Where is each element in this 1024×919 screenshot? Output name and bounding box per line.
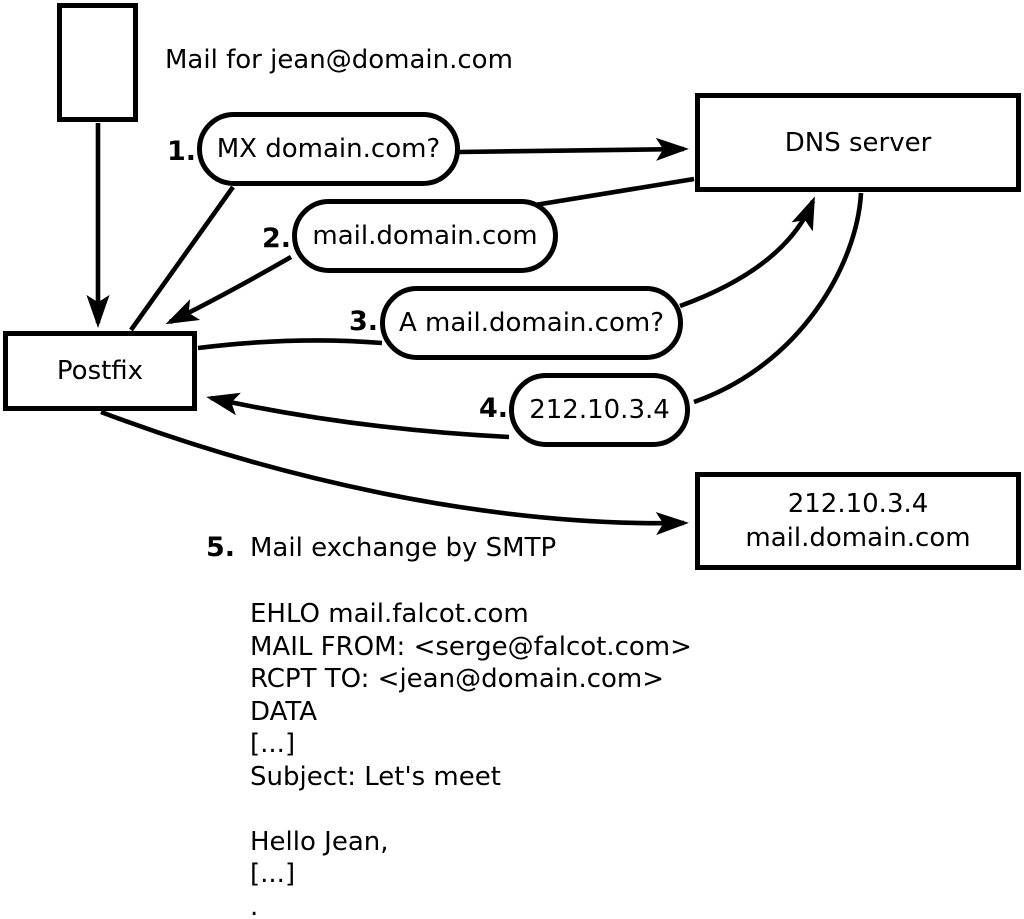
arrow-answer4-to-postfix	[206, 392, 510, 440]
postfix-node: Postfix	[3, 331, 197, 411]
step-5-label: Mail exchange by SMTP	[250, 533, 557, 563]
diagram-title: Mail for jean@domain.com	[165, 45, 513, 75]
mail-server-ip: 212.10.3.4	[787, 489, 929, 519]
mail-message-node	[57, 3, 138, 122]
step-1-number: 1.	[166, 136, 196, 167]
line-dns-to-answer2	[534, 176, 695, 208]
line-postfix-to-query1	[129, 185, 235, 332]
dns-server-node: DNS server	[695, 93, 1021, 192]
arrow-query3-to-dns	[679, 196, 816, 309]
mail-server-node: 212.10.3.4 mail.domain.com	[695, 472, 1021, 570]
query-mx-pill: MX domain.com?	[197, 112, 460, 186]
step-5-number: 5.	[205, 532, 235, 563]
query-a-pill: A mail.domain.com?	[380, 286, 683, 360]
answer-a-pill: 212.10.3.4	[509, 373, 690, 447]
arrow-answer2-to-postfix	[165, 255, 293, 325]
arrow-query1-to-dns	[458, 137, 689, 161]
answer-mx-pill: mail.domain.com	[292, 199, 558, 273]
step-4-number: 4.	[478, 393, 508, 424]
step-3-number: 3.	[348, 306, 378, 337]
line-postfix-to-query3	[197, 338, 383, 351]
smtp-session-text: EHLO mail.falcot.com MAIL FROM: <serge@f…	[250, 599, 692, 919]
arrow-postfix-to-mailserver	[100, 409, 689, 536]
step-2-number: 2.	[261, 223, 291, 254]
mail-server-hostname: mail.domain.com	[745, 523, 971, 553]
line-dns-to-answer4	[693, 192, 864, 405]
